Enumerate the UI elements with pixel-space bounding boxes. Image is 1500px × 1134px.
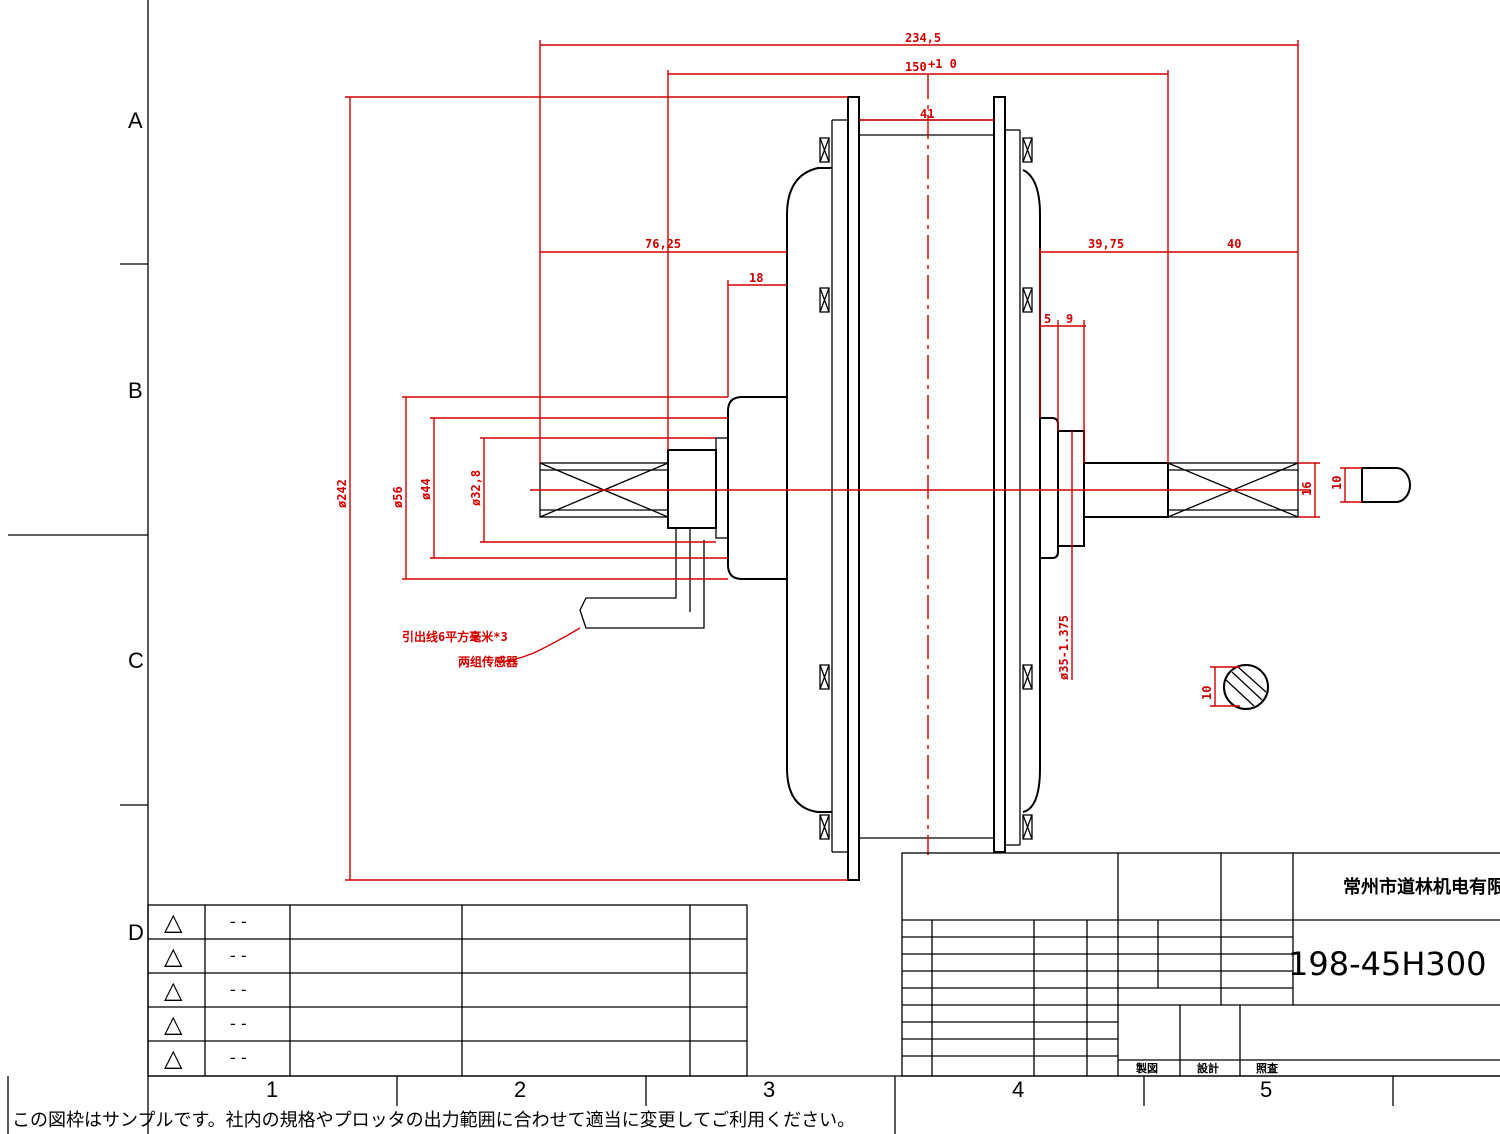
zone-col-3: 3 bbox=[763, 1077, 775, 1102]
zone-label-d: D bbox=[128, 920, 144, 945]
revision-mark-icon-5: △ bbox=[164, 1044, 183, 1072]
sig-label-drafted: 製図 bbox=[1135, 1061, 1158, 1075]
dim-left-step: 18 bbox=[749, 271, 763, 285]
dim-overall-length: 234,5 bbox=[905, 31, 941, 45]
revision-mark-icon-2: △ bbox=[164, 942, 183, 970]
dim-dia-242: ø242 bbox=[335, 479, 349, 508]
zone-col-4: 4 bbox=[1012, 1077, 1024, 1102]
zone-label-a: A bbox=[128, 108, 143, 133]
dim-right-axle: 39,75 bbox=[1088, 237, 1124, 251]
dim-left-axle: 76,25 bbox=[645, 237, 681, 251]
sig-label-designed: 設計 bbox=[1197, 1061, 1219, 1075]
cable-note-1: 引出线6平方毫米*3 bbox=[402, 629, 508, 644]
revision-mark-icon-4: △ bbox=[164, 1010, 183, 1038]
zone-label-c: C bbox=[128, 648, 144, 673]
revision-table bbox=[147, 904, 748, 1077]
dim-axle-16: 16 bbox=[1300, 482, 1314, 496]
sig-label-checked: 照査 bbox=[1256, 1061, 1278, 1075]
dim-right-end: 40 bbox=[1227, 237, 1241, 251]
dim-step-a: 5 bbox=[1044, 312, 1051, 326]
dim-flange-span-tol: +1 0 bbox=[928, 57, 957, 71]
revision-mark-icon-3: △ bbox=[164, 976, 183, 1004]
zone-label-b: B bbox=[128, 378, 143, 403]
dim-dia-56: ø56 bbox=[391, 486, 405, 508]
zone-col-1: 1 bbox=[266, 1077, 278, 1102]
dimension-lines bbox=[345, 40, 1362, 881]
company-name: 常州市道林机电有限公 bbox=[1343, 876, 1500, 898]
revision-row-3: - - bbox=[230, 980, 247, 999]
dim-axle-10: 10 bbox=[1330, 476, 1344, 490]
zone-col-5: 5 bbox=[1260, 1077, 1272, 1102]
revision-row-2: - - bbox=[230, 946, 247, 965]
hub-motor-outline bbox=[539, 96, 1411, 881]
cable-note-2: 两组传感器 bbox=[458, 654, 519, 669]
dim-hub-width: 41 bbox=[920, 107, 934, 121]
dim-dia-44: ø44 bbox=[419, 478, 433, 500]
dim-flat-10: 10 bbox=[1200, 686, 1214, 700]
drawing-number: 198-45H300 bbox=[1288, 945, 1486, 983]
revision-row-4: - - bbox=[230, 1014, 247, 1033]
dim-flange-span: 150 bbox=[905, 60, 927, 74]
revision-row-1: - - bbox=[230, 912, 247, 931]
zone-col-2: 2 bbox=[514, 1077, 526, 1102]
footer-note: この図枠はサンプルです。社内の規格やプロッタの出力範囲に合わせて適当に変更してご… bbox=[12, 1110, 855, 1131]
title-block bbox=[901, 852, 1500, 1077]
dim-dia-35: ø35-1.375 bbox=[1057, 615, 1071, 680]
revision-mark-icon-1: △ bbox=[164, 908, 183, 936]
dim-dia-32-8: ø32,8 bbox=[469, 470, 483, 506]
dim-step-b: 9 bbox=[1066, 312, 1073, 326]
revision-row-5: - - bbox=[230, 1048, 247, 1067]
